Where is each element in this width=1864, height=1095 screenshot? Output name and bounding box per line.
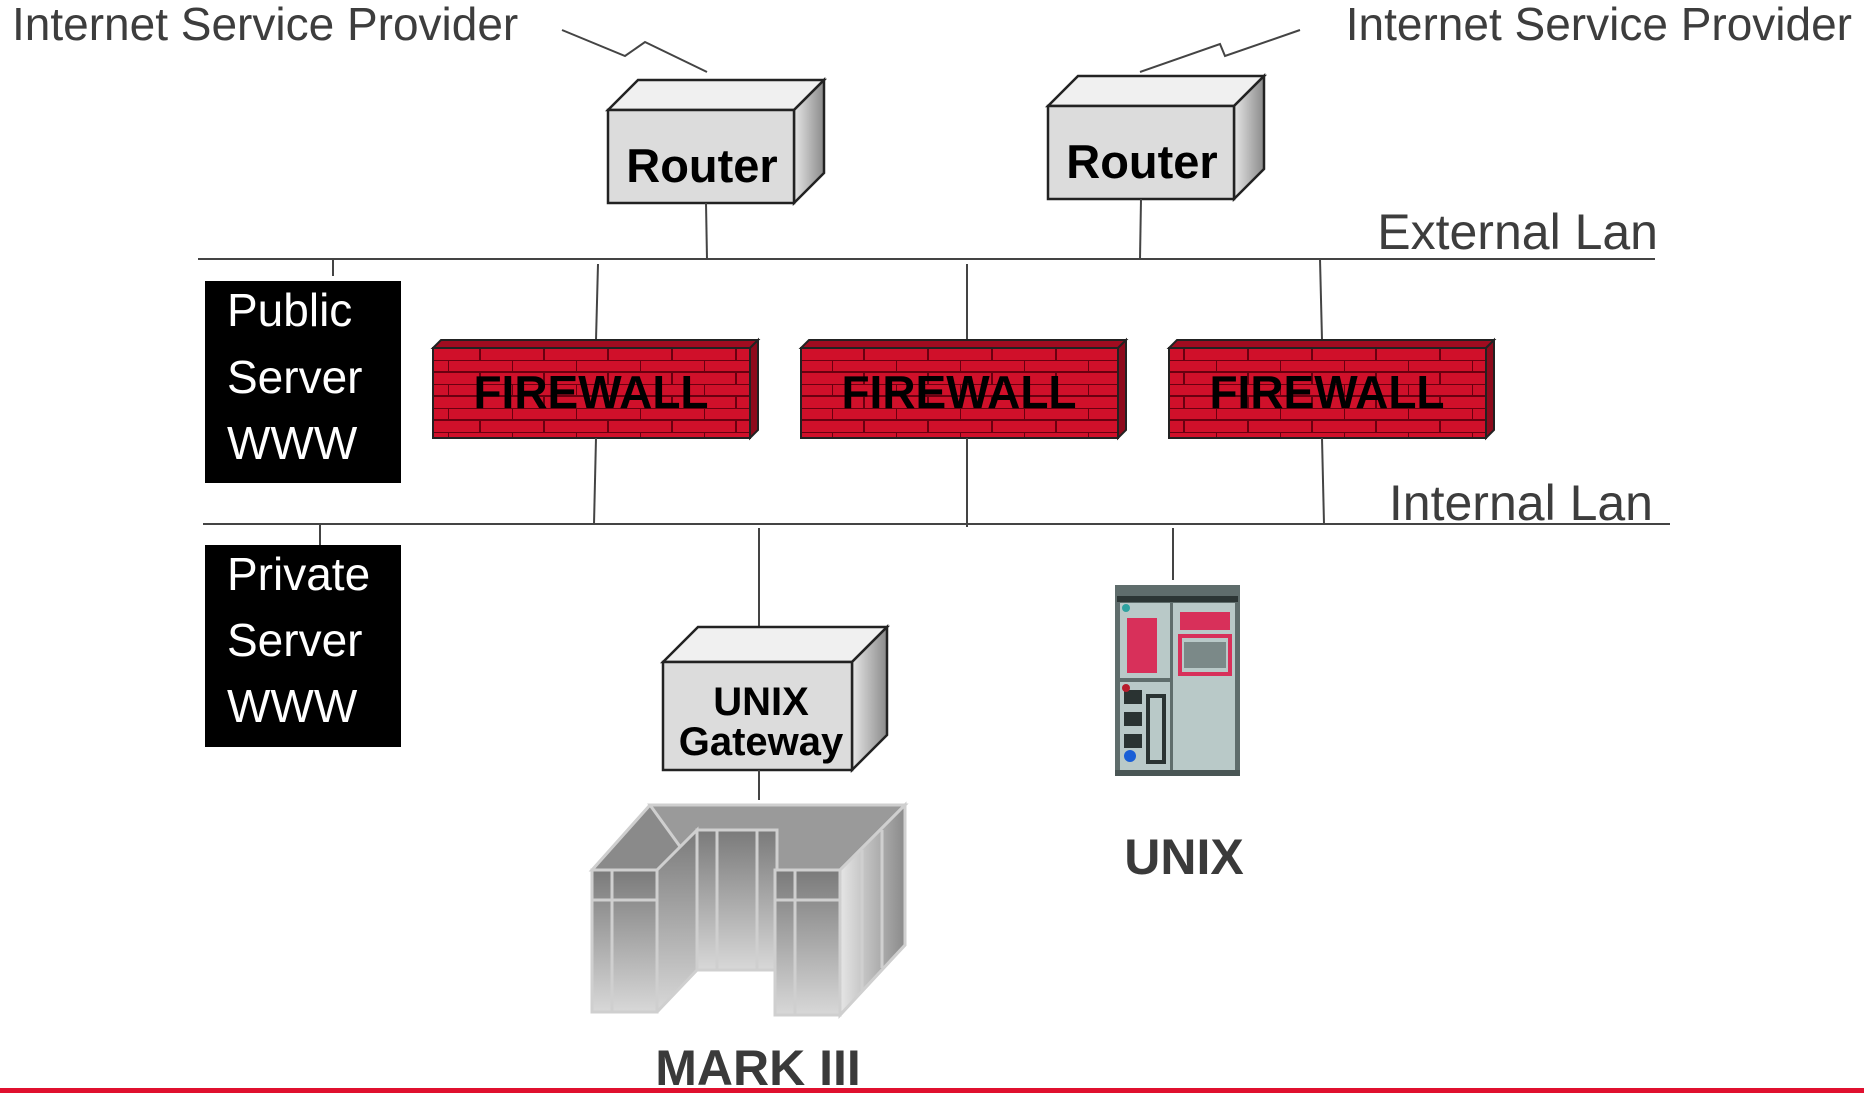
- private-server-line-1: Private: [227, 548, 370, 600]
- isp-right-link: [1139, 29, 1301, 73]
- private-server-line-3: WWW: [227, 680, 358, 732]
- public-server-line-3: WWW: [227, 417, 358, 469]
- external-lan-label: External Lan: [1377, 204, 1658, 260]
- router-left-label: Router: [626, 139, 777, 192]
- firewall-3-label: FIREWALL: [1209, 366, 1444, 418]
- internal-lan-label: Internal Lan: [1389, 475, 1653, 531]
- router-right-icon: Router: [1044, 72, 1268, 203]
- public-server-box: Public Server WWW: [205, 281, 401, 483]
- isp-left-label: Internet Service Provider: [12, 0, 518, 50]
- firewall-1-label: FIREWALL: [473, 366, 708, 418]
- firewall-3-icon: FIREWALL: [1166, 337, 1497, 441]
- firewall-2-label: FIREWALL: [841, 366, 1076, 418]
- unix-gateway-line-2: Gateway: [679, 720, 844, 764]
- unix-server-tower-icon: [1115, 585, 1240, 776]
- unix-label: UNIX: [1124, 829, 1243, 885]
- firewall-1-icon: FIREWALL: [430, 337, 761, 441]
- public-server-line-2: Server: [227, 351, 362, 403]
- public-server-line-1: Public: [227, 284, 352, 336]
- isp-right-label: Internet Service Provider: [1346, 0, 1852, 50]
- bottom-rule: [0, 1088, 1864, 1093]
- mark-iii-label: MARK III: [655, 1040, 861, 1095]
- mainframe-mark-iii-icon: [588, 801, 909, 1019]
- unix-gateway-icon: UNIX Gateway: [659, 623, 891, 774]
- firewall-2-icon: FIREWALL: [798, 337, 1129, 441]
- router-right-label: Router: [1066, 135, 1217, 188]
- router-left-icon: Router: [604, 76, 828, 207]
- private-server-box: Private Server WWW: [205, 545, 401, 747]
- unix-gateway-line-1: UNIX: [713, 680, 809, 724]
- isp-left-link: [561, 29, 708, 73]
- private-server-line-2: Server: [227, 614, 362, 666]
